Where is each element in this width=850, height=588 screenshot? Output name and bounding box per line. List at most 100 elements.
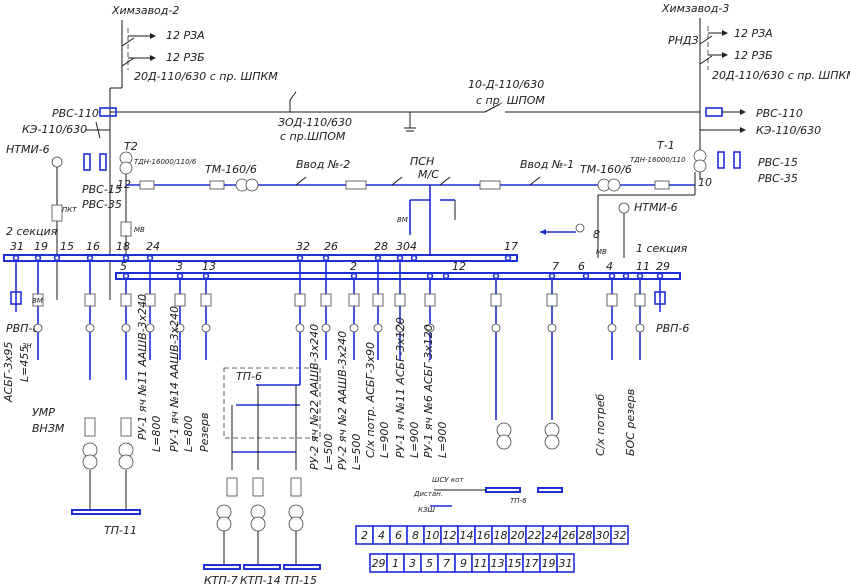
rvs110-right-label: РВС-110 (756, 107, 803, 120)
kzu-label: КЗШ (418, 506, 435, 514)
rvs110-left-label: РВС-110 (52, 107, 99, 120)
bus-num-30: 30 (396, 240, 410, 253)
tp6b-label: ТП-6 (510, 497, 527, 505)
bus-num-32: 32 (296, 240, 310, 253)
dist-label: Дистан. (413, 490, 443, 498)
bus-num-29: 29 (656, 260, 670, 273)
tm-left-label: ТМ-160/6 (205, 163, 257, 176)
lower-bus-numbers: 5 3 13 2 7 4 11 29 (120, 260, 670, 273)
disconnector-left-label: 20Д-110/630 с пр. ШПКМ (134, 70, 278, 83)
ms-label: М/С (418, 168, 439, 181)
ru2-x-label: РУ-2 яч №2 ААШВ-3х240 (336, 331, 349, 470)
zod-label-1: ЗОД-110/630 (278, 116, 352, 129)
rnd-label: РНДЗ (668, 34, 699, 47)
t1-winding-icon-2 (693, 159, 707, 173)
ru1-11b-label: РУ-1 яч №11 АСБГ-3х120 (394, 317, 407, 458)
bus-num-28: 28 (374, 240, 388, 253)
top-strip-cell-number: 30 (596, 529, 610, 542)
ktp7-label: КТП-7 (204, 574, 238, 587)
bottom-strip-cell-number: 1 (392, 557, 399, 570)
rvs-arrester-icon-2 (99, 153, 107, 171)
bottom-strip-cell-number: 3 (409, 557, 416, 570)
bus-num-4b: 4 (606, 260, 613, 273)
l500a-label: L=500 (322, 434, 335, 470)
mv-breaker-icon (120, 221, 132, 237)
top-strip-cell-number: 4 (378, 529, 385, 542)
tm-right-transformer-icon-2 (607, 178, 621, 192)
len455-label: L=455 (18, 346, 31, 382)
rvs15-left-label: РВС-15 (82, 183, 122, 196)
ru1-6-label: РУ-1 яч №6 АСБГ-3х120 (422, 324, 435, 458)
top-strip-cell-number: 22 (528, 529, 542, 542)
bus-num-3: 3 (176, 260, 183, 273)
incomer-right: Химзавод-3 12 РЗА 12 РЗБ РНДЗ 20Д-110/63… (661, 2, 850, 180)
l900b-label: L=900 (408, 422, 421, 458)
arrester-icon (99, 107, 117, 117)
ke-right-label: КЭ-110/630 (756, 124, 821, 137)
tp6-label: ТП-6 (236, 370, 262, 383)
plant-left-label: Химзавод-2 (111, 4, 179, 17)
top-strip-cell (610, 525, 629, 545)
section2-label: 2 секция (6, 225, 58, 238)
sx-potreb-label: С/х потреб (594, 394, 607, 456)
zod-label-2: с пр.ШПОМ (280, 130, 346, 143)
top-strip-cell-number: 12 (443, 529, 457, 542)
psn-label: ПСН (410, 155, 434, 168)
rzb-label-left: 12 РЗБ (166, 51, 205, 64)
t2-winding-icon-2 (119, 161, 133, 175)
bus-num-18: 18 (116, 240, 130, 253)
ntmi-right-label: НТМИ-6 (634, 201, 678, 214)
aux-line: ТМ-160/6 Ввод №-2 ПСН М/С Ввод №-1 ТМ-16… (126, 155, 695, 260)
ktp14-bus (243, 564, 281, 570)
t1-type-label: ТДН-16000/110 (630, 156, 686, 164)
rvs-right-arrester-icon-2 (733, 151, 741, 169)
top-strip-cell-number: 16 (477, 529, 491, 542)
num12-label: 12 (117, 178, 131, 191)
arrester-right-icon (705, 107, 723, 117)
sx-potr-label: С/х потр. АСБГ-3х90 (364, 342, 377, 458)
rvs15-right-label: РВС-15 (758, 156, 798, 169)
transformer-t1-block: РВС-110 КЭ-110/630 Т-1 ТДН-16000/110 РВС… (540, 107, 821, 273)
cable-left-label: АСБГ-3х95 (2, 342, 15, 403)
vnzm-label: ВНЗМ (32, 422, 65, 435)
ru1-14-label: РУ-1 яч №14 ААШВ-3х240 (168, 306, 181, 452)
t2-label: Т2 (124, 140, 138, 153)
bottom-strip-cell-number: 13 (491, 557, 505, 570)
vm-center-label: ВМ (397, 216, 408, 224)
bottom-strip-cell-number: 9 (460, 557, 467, 570)
tm-right-label: ТМ-160/6 (580, 163, 632, 176)
rvp-left-icon (10, 291, 22, 305)
tp6b-bus-right (537, 487, 563, 493)
bottom-strip-cell-number: 31 (559, 557, 573, 570)
l500b-label: L=500 (350, 434, 363, 470)
tm-transformer-icon-2 (245, 178, 259, 192)
num6-label: 6 (578, 260, 585, 273)
pkt-fuse-icon (51, 204, 63, 222)
bus-num-11: 11 (636, 260, 650, 273)
tie-line-110: 10-Д-110/630 с пр. ШПОМ ЗОД-110/630 с пр… (110, 78, 700, 143)
rza-label-left: 12 РЗА (166, 29, 205, 42)
t2-type-label: ТДН-16000/110/6 (134, 158, 197, 166)
rvp-right-icon (654, 291, 666, 305)
top-strip-cell-number: 28 (579, 529, 593, 542)
ru1-11-label: РУ-1 яч №11 ААШВ-3х240 (136, 294, 149, 440)
tie-line-label-1: 10-Д-110/630 (468, 78, 544, 91)
bottom-strip-cell-number: 17 (525, 557, 539, 570)
bottom-strip-cell-number: 29 (372, 557, 386, 570)
shsu-label: ШСУ кот (432, 476, 464, 484)
bus-num-4a: 4 (410, 240, 417, 253)
disconnector-right-label: 20Д-110/630 с пр. ШПКМ (712, 69, 850, 82)
tp15-label: ТП-15 (284, 574, 317, 587)
tp11-bus (71, 509, 141, 515)
ntmi-transformer-icon (51, 156, 63, 168)
t1-label: Т-1 (657, 139, 675, 152)
zn-label: ЗН (22, 342, 32, 350)
bus-num-24: 24 (146, 240, 160, 253)
busbar-section-2 (3, 254, 518, 262)
rvs35-left-label: РВС-35 (82, 198, 122, 211)
top-strip-cell-number: 8 (412, 529, 419, 542)
upper-bus-numbers: 31 19 15 16 18 24 32 26 28 30 4 17 12 (10, 240, 518, 273)
l900a-label: L=900 (378, 422, 391, 458)
bus-num-5: 5 (120, 260, 127, 273)
